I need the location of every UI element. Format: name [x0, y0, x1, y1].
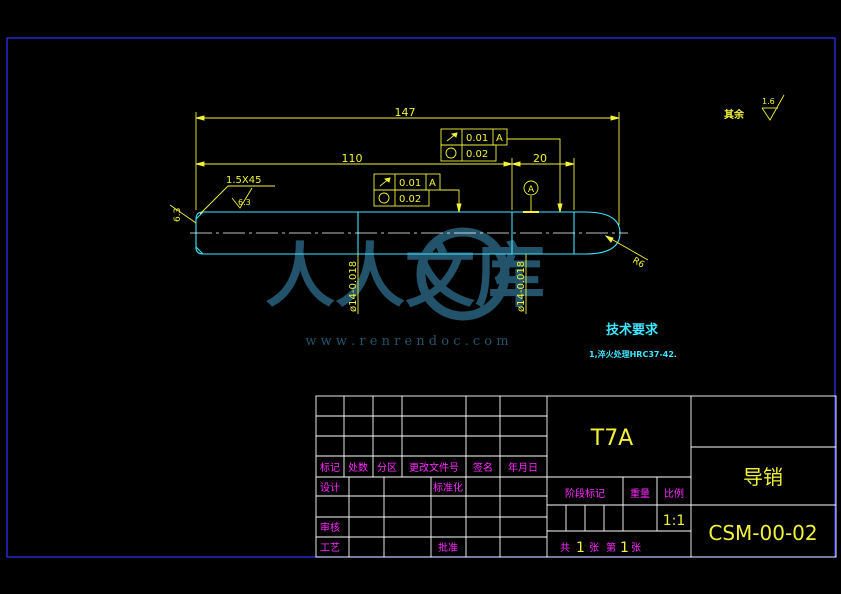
- tb-process: 工艺: [320, 542, 340, 554]
- tb-sheet-word-2: 张: [631, 542, 641, 554]
- title-block: [315, 395, 837, 558]
- tb-sheet-total-prefix: 共: [560, 542, 570, 554]
- dim-end: 6.3: [173, 208, 183, 222]
- dim-dia-left: ø14-0.018: [348, 261, 359, 312]
- dim-147: 147: [395, 106, 416, 119]
- roughness-rest-value: 1.6: [762, 97, 775, 106]
- tb-design: 设计: [320, 481, 340, 494]
- watermark-text: 人人文库: [265, 234, 545, 317]
- gdt-lower-datum: A: [429, 178, 436, 189]
- dim-110: 110: [342, 152, 363, 165]
- dimension-lines: [169, 112, 649, 314]
- dim-chamfer: 1.5X45: [226, 175, 261, 186]
- tb-sheet-no: 1: [620, 540, 629, 556]
- watermark-circle: [416, 227, 510, 321]
- roughness-chamfer-value: 6.3: [238, 198, 251, 207]
- tb-part-name: 导销: [743, 465, 783, 489]
- tb-drawing-no: CSM-00-02: [708, 521, 817, 545]
- tech-req-title: 技术要求: [606, 322, 659, 338]
- tb-review: 审核: [320, 521, 340, 534]
- roughness-rest-symbol: [761, 94, 785, 121]
- tb-sheet-no-prefix: 第: [606, 541, 616, 554]
- gdt-lower-roundness: 0.02: [399, 194, 421, 205]
- tech-req-item: 1,淬火处理HRC37-42.: [589, 349, 677, 359]
- tb-ratio: 比例: [664, 487, 684, 500]
- tb-scale: 1:1: [663, 513, 686, 529]
- dim-dia-right: ø14-0.018: [516, 261, 527, 312]
- tb-sign: 签名: [473, 461, 493, 474]
- tb-approve: 批准: [438, 541, 458, 554]
- dim-20: 20: [533, 152, 547, 165]
- tb-change-doc: 更改文件号: [409, 461, 459, 474]
- dim-radius: R6: [631, 256, 647, 271]
- tb-zone: 分区: [377, 462, 397, 474]
- datum-label: A: [528, 185, 535, 195]
- tb-sheet-word-1: 张: [589, 542, 599, 554]
- tb-standard: 标准化: [433, 481, 463, 494]
- roughness-rest-label: 其余: [724, 108, 745, 121]
- gdt-upper-runout: 0.01: [466, 133, 488, 144]
- tb-material: T7A: [590, 426, 634, 451]
- tb-count: 处数: [348, 461, 368, 474]
- roughness-chamfer: [231, 187, 253, 209]
- watermark: 人人文库 w w w . r e n r e n d o c . c o m: [265, 227, 545, 349]
- watermark-url: w w w . r e n r e n d o c . c o m: [305, 334, 508, 349]
- gdt-upper-roundness: 0.02: [466, 149, 488, 160]
- tb-sheet-total: 1: [576, 540, 585, 556]
- datum-symbol: [523, 180, 539, 196]
- gdt-frame-upper: [440, 128, 508, 162]
- tb-weight: 重量: [630, 487, 650, 500]
- gdt-upper-datum: A: [496, 133, 503, 144]
- tb-stage: 阶段标记: [565, 487, 605, 500]
- tb-date: 年月日: [508, 461, 538, 474]
- tb-mark: 标记: [320, 462, 340, 474]
- gdt-frame-lower: [373, 173, 441, 207]
- gdt-lower-runout: 0.01: [399, 178, 421, 189]
